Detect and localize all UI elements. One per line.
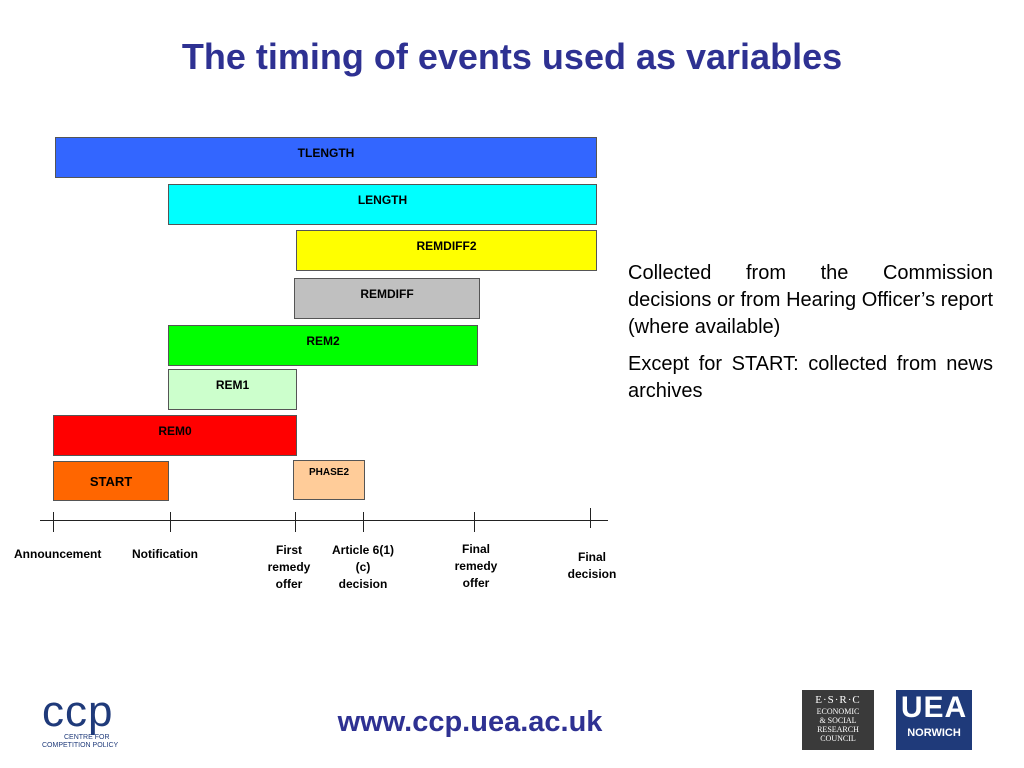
- footer-url[interactable]: www.ccp.uea.ac.uk: [337, 706, 603, 738]
- bar-rem0: REM0: [53, 415, 297, 456]
- bar-rem2-label: REM2: [306, 334, 340, 348]
- bar-rem2: REM2: [168, 325, 478, 366]
- esrc-logo-line5: COUNCIL: [820, 734, 856, 743]
- timeline-tick-notification: [170, 512, 171, 532]
- bar-remdiff-label: REMDIFF: [360, 287, 414, 301]
- uea-logo: UEA NORWICH: [896, 690, 972, 750]
- uea-logo-line2: NORWICH: [907, 727, 961, 739]
- bar-rem1-label: REM1: [215, 378, 250, 392]
- timeline-label-notification: Notification: [132, 547, 198, 561]
- timeline-label-final-remedy-offer: Final remedy offer: [454, 542, 498, 590]
- bar-remdiff2: REMDIFF2: [296, 230, 597, 271]
- timeline-label-announcement: Announcement: [14, 547, 102, 561]
- page-title: The timing of events used as variables: [181, 36, 843, 77]
- bar-phase2-label: PHASE2: [308, 467, 349, 478]
- esrc-logo-line4: RESEARCH: [817, 725, 859, 734]
- timeline-label-article-decision: Article 6(1)(c) decision: [331, 543, 395, 591]
- ccp-logo-subtitle-2: COMPETITION POLICY: [42, 742, 119, 749]
- bar-length-label: LENGTH: [357, 193, 408, 207]
- timeline-label-final-decision: Final decision: [567, 550, 617, 581]
- description-paragraph-1: Collected from the Commission decisions …: [628, 262, 993, 338]
- bar-rem1: REM1: [168, 369, 297, 410]
- timeline-tick-announcement: [53, 512, 54, 532]
- timeline-tick-article-decision: [363, 512, 364, 532]
- esrc-logo-line1: E·S·R·C: [815, 694, 861, 706]
- bar-start: START: [53, 461, 169, 501]
- timeline-tick-first-remedy-offer: [295, 512, 296, 532]
- timeline-axis: [40, 520, 608, 521]
- timeline-tick-final-decision: [590, 508, 591, 528]
- timeline-tick-final-remedy-offer: [474, 512, 475, 532]
- ccp-logo-subtitle-1: CENTRE FOR: [64, 734, 110, 741]
- ccp-logo: ccp CENTRE FOR COMPETITION POLICY: [42, 690, 118, 750]
- bar-tlength: TLENGTH: [55, 137, 597, 178]
- uea-logo-line1: UEA: [900, 691, 968, 724]
- esrc-logo: E·S·R·C ECONOMIC & SOCIAL RESEARCH COUNC…: [802, 690, 874, 750]
- bar-length: LENGTH: [168, 184, 597, 225]
- bar-remdiff2-label: REMDIFF2: [416, 239, 477, 253]
- bar-start-label: START: [89, 473, 133, 489]
- esrc-logo-line3: & SOCIAL: [819, 716, 857, 725]
- bar-tlength-label: TLENGTH: [297, 146, 355, 160]
- ccp-logo-mark: ccp: [42, 687, 114, 736]
- description-paragraph-2: Except for START: collected from news ar…: [628, 353, 993, 402]
- timeline-label-first-remedy-offer: First remedy offer: [267, 543, 311, 591]
- bar-rem0-label: REM0: [158, 424, 192, 438]
- description: Collected from the Commission decisions …: [628, 260, 993, 415]
- esrc-logo-line2: ECONOMIC: [816, 707, 860, 716]
- bar-phase2: PHASE2: [293, 460, 365, 500]
- bar-remdiff: REMDIFF: [294, 278, 480, 319]
